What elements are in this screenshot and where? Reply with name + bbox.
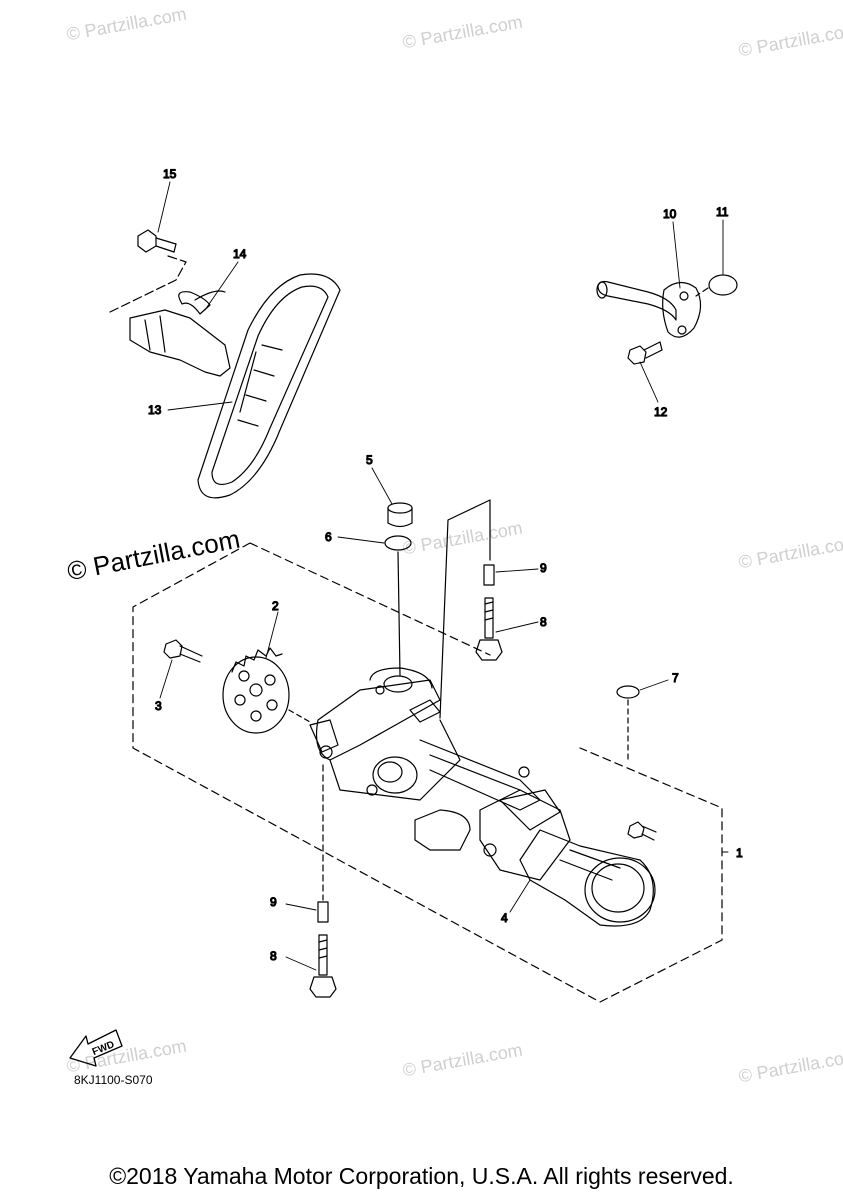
oil-pump-body <box>309 667 571 881</box>
leader-15 <box>109 255 187 313</box>
bolt-8-upper <box>475 597 503 661</box>
leader-11 <box>695 287 709 297</box>
diagram-code: 8KJ1100-S070 <box>74 1073 153 1087</box>
callout-4: 4 <box>501 911 508 925</box>
oil-pipe <box>596 280 702 338</box>
assembly-outline <box>132 542 723 1003</box>
oil-pump-sprocket <box>222 647 290 734</box>
leader-sprocket <box>288 709 311 723</box>
o-ring-7 <box>616 685 640 699</box>
leader-6 <box>397 551 401 676</box>
callout-7: 7 <box>672 671 679 685</box>
callout-12: 12 <box>654 405 668 419</box>
callout-9-upper: 9 <box>540 561 547 575</box>
oil-strainer <box>519 829 656 927</box>
pin-9-upper <box>483 564 495 586</box>
callout-11: 11 <box>716 205 729 219</box>
callout-13: 13 <box>148 403 162 417</box>
callout-3: 3 <box>155 699 162 713</box>
o-ring-11 <box>708 274 738 296</box>
bolt-strainer <box>627 821 657 841</box>
bolt-12 <box>627 341 663 365</box>
o-ring-6 <box>384 535 412 551</box>
callout-leaders <box>157 181 729 971</box>
callout-2: 2 <box>272 599 279 613</box>
leader-pin <box>439 499 491 719</box>
fwd-label: FWD <box>91 1039 116 1058</box>
callout-6: 6 <box>325 530 332 544</box>
pin-9-lower <box>317 901 329 923</box>
bolt-8-lower <box>309 934 337 998</box>
callout-15: 15 <box>163 167 177 181</box>
copyright-notice: ©2018 Yamaha Motor Corporation, U.S.A. A… <box>109 1163 734 1189</box>
drive-chain <box>197 273 341 499</box>
bolt-3 <box>163 639 203 663</box>
callout-8-upper: 8 <box>540 615 547 629</box>
fwd-arrow-icon: FWD <box>69 1029 123 1067</box>
bolt-15 <box>137 229 177 253</box>
callout-8-lower: 8 <box>270 949 277 963</box>
callout-1: 1 <box>736 846 743 860</box>
bushing-5 <box>387 502 413 528</box>
callout-5: 5 <box>366 453 373 467</box>
callout-10: 10 <box>663 207 677 221</box>
callout-9-lower: 9 <box>270 895 277 909</box>
callout-14: 14 <box>233 247 247 261</box>
assembly-outline <box>249 542 491 656</box>
chain-guide <box>129 290 231 377</box>
